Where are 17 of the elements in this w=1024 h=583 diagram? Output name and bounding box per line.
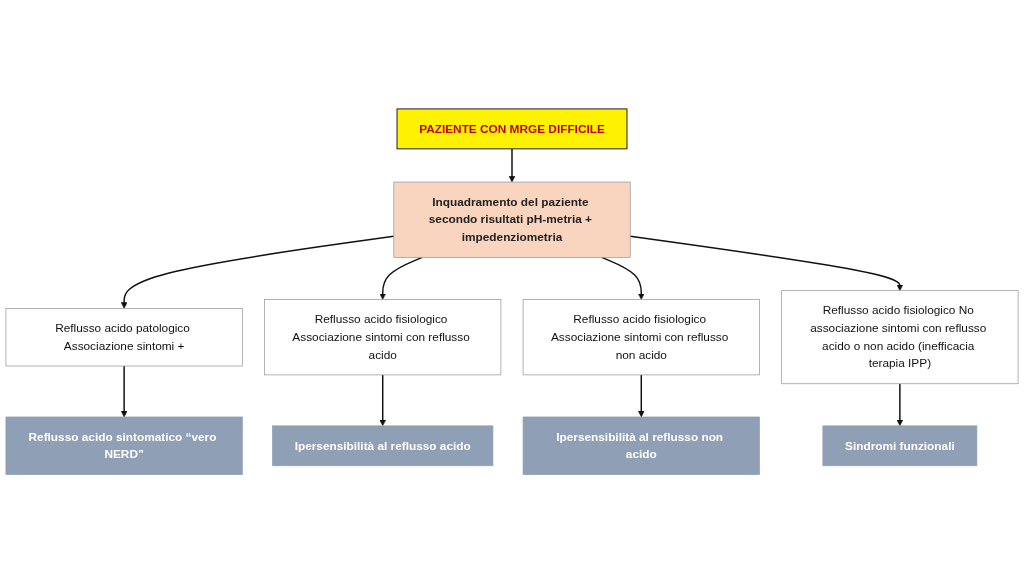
- node-box: Reflusso acido fisiologico Associazione sintomi con reflusso non acido: [522, 298, 760, 375]
- arrow: [629, 235, 904, 291]
- arrow: [896, 382, 904, 426]
- node-box: Reflusso acido patologico Associazione sintomi +: [5, 307, 243, 367]
- arrow: [638, 373, 645, 417]
- node-box: Reflusso acido sintomatico “vero NERD”: [5, 416, 243, 475]
- node-box: PAZIENTE CON MRGE DIFFICILE: [396, 108, 628, 150]
- arrow: [379, 373, 386, 426]
- arrow: [508, 147, 516, 183]
- node-box: Ipersensibilità al reflusso acido: [272, 425, 494, 466]
- node-box: Reflusso acido fisiologico No associazione sintomi con reflusso acido o non acido (inefficacia terapia IPP): [781, 290, 1019, 384]
- arrow: [120, 365, 128, 417]
- arrow: [120, 235, 395, 309]
- node-box: Inquadramento del paziente secondo risultati pH-metria + impedenziometria: [393, 181, 631, 258]
- node-box: Ipersensibilità al reflusso non acido: [522, 416, 760, 475]
- node-box: Sindromi funzionali: [822, 425, 978, 466]
- node-box: Reflusso acido fisiologico Associazione sintomi con reflusso acido: [264, 298, 502, 375]
